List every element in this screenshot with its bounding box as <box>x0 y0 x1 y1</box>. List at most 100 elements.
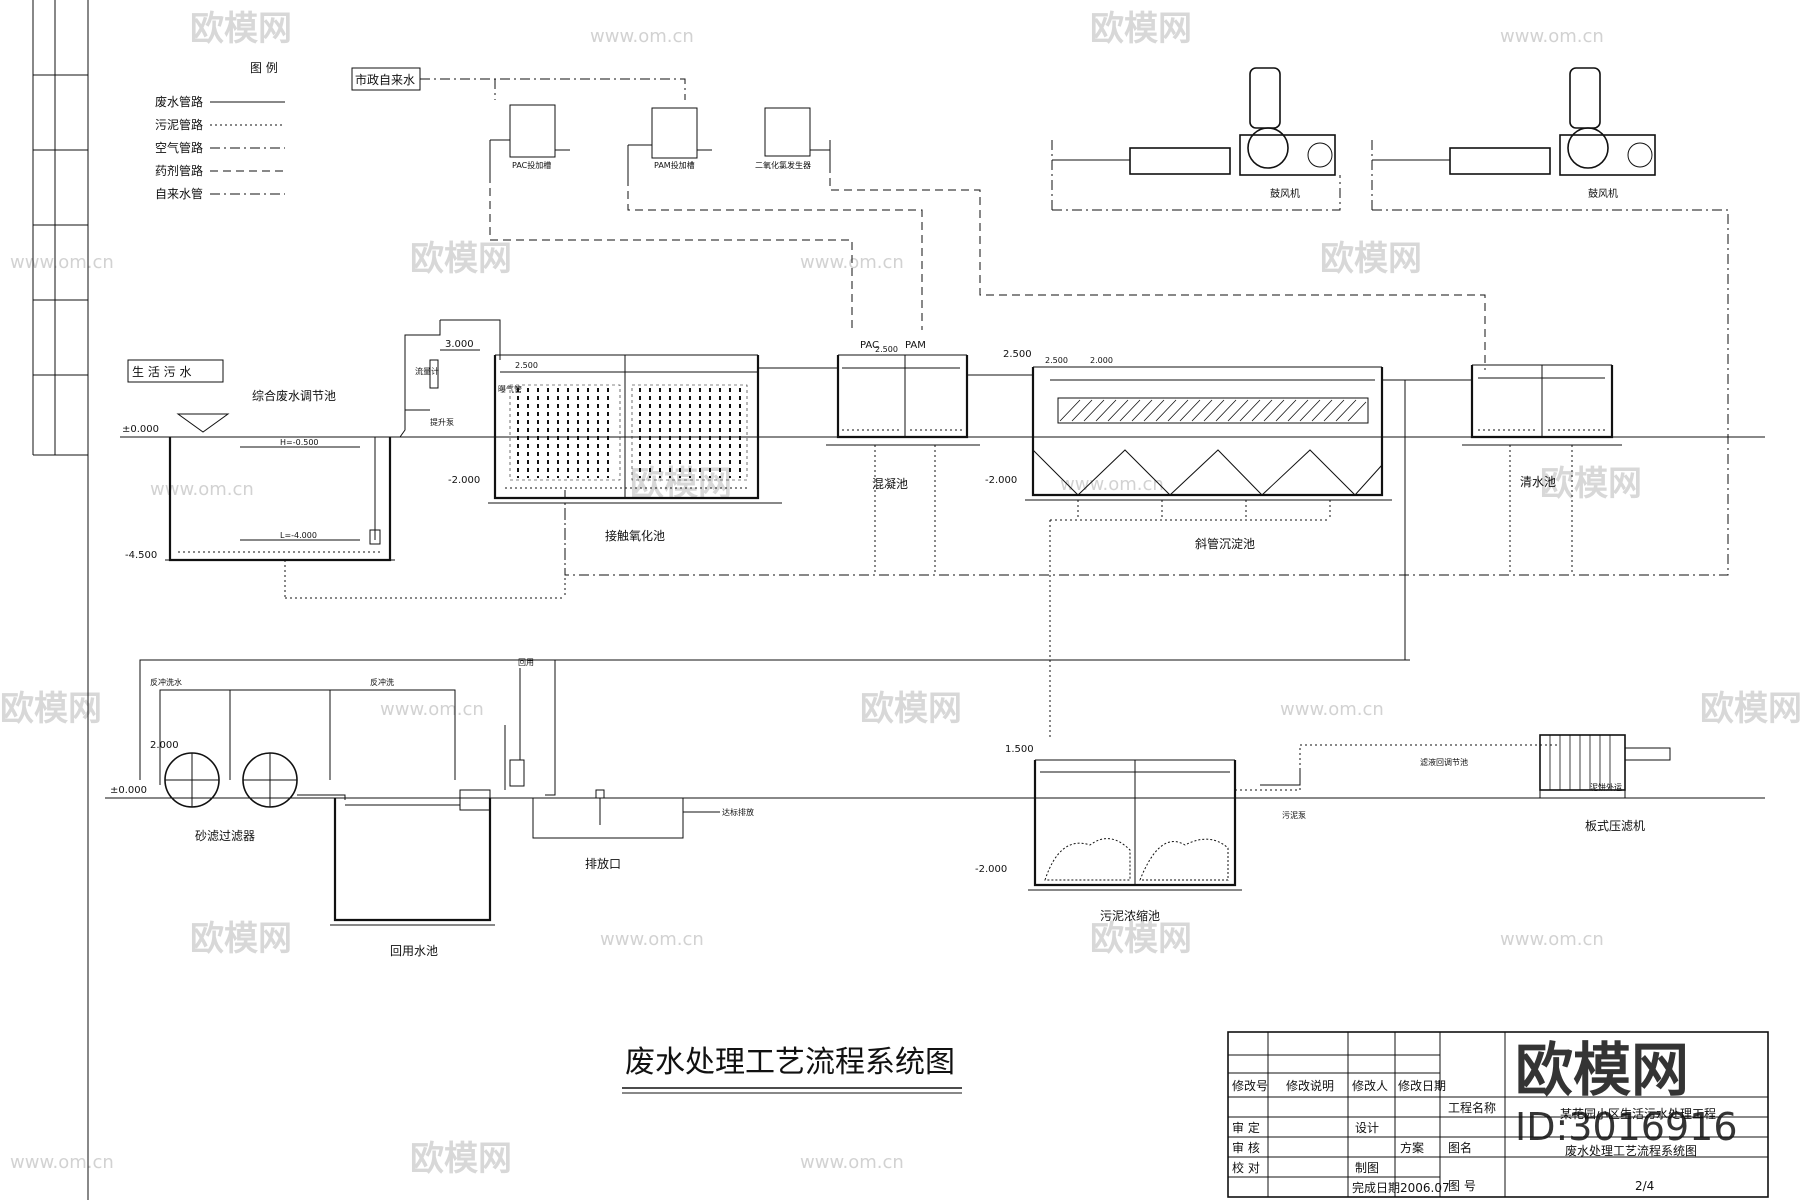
flowmeter-label: 流量计 <box>415 366 439 376</box>
tb-drawn: 制图 <box>1355 1161 1379 1175</box>
domestic-sewage-label: 生 活 污 水 <box>132 365 191 379</box>
drawing-title: 废水处理工艺流程系统图 <box>622 1045 962 1094</box>
watermark-layer: 欧模网 www.om.cn 欧模网 www.om.cn 欧模网 www.om.c… <box>0 9 1800 1179</box>
pac-tank-label: PAC投加槽 <box>512 160 551 170</box>
elevation-sed-a: 2.500 <box>1045 356 1068 365</box>
mixing-tank-label: 混凝池 <box>872 476 908 491</box>
title-block: 修改号 修改说明 修改人 修改日期 审 定 审 核 校 对 设计 制图 方案 完… <box>1227 1031 1769 1198</box>
filter-press-body <box>1539 734 1626 791</box>
sludge-thickening-tank: 1.500 -2.000 污泥浓缩池 污泥泵 <box>975 744 1560 923</box>
sludge-pump-label: 污泥泵 <box>1282 810 1306 820</box>
elevation-ground-top: ±0.000 <box>122 424 159 435</box>
corner-brand: 欧模网 <box>1515 1036 1689 1104</box>
tb-header-revision-date: 修改日期 <box>1398 1078 1446 1093</box>
chemical-dosing-area: 市政自来水 PAC投加槽 PAM投加槽 二氧化氯发生器 PAC PAM <box>351 67 1486 370</box>
elevation-sed-b: 2.000 <box>1090 356 1113 365</box>
elevation-sludge-bottom: -2.000 <box>975 864 1007 875</box>
watermark-brand: 欧模网 <box>1090 919 1192 959</box>
filter-press-label: 板式压滤机 <box>1585 819 1645 833</box>
clo2-label: 二氧化氯发生器 <box>755 160 811 170</box>
watermark-url: www.om.cn <box>800 1152 904 1173</box>
recycle-pool: 回用水池 回用 <box>330 658 1410 958</box>
tb-date-value: 2006.07 <box>1400 1181 1450 1195</box>
blower-2-label: 鼓风机 <box>1588 187 1618 200</box>
backwash-water-label: 反冲洗水 <box>150 677 182 687</box>
tb-date-label: 完成日期 <box>1352 1180 1400 1195</box>
elevation-filter: 2.000 <box>150 740 179 751</box>
recycle-pool-label: 回用水池 <box>390 944 438 958</box>
pac-tank <box>509 104 556 158</box>
watermark-url: www.om.cn <box>1500 26 1604 47</box>
drawing-title-text: 废水处理工艺流程系统图 <box>625 1045 955 1080</box>
sludge-cake-label: 泥饼外运 <box>1590 782 1622 792</box>
blower-1-label: 鼓风机 <box>1270 187 1300 200</box>
tb-project-name: 某花园小区生活污水处理工程 <box>1560 1106 1716 1121</box>
clo2-generator <box>764 107 811 157</box>
discharge-outlet: 达标排放 排放口 <box>532 789 754 871</box>
reuse-label: 回用 <box>518 658 534 667</box>
watermark-brand: 欧模网 <box>0 689 102 729</box>
high-level-label: H=-0.500 <box>280 438 319 447</box>
watermark-brand: 欧模网 <box>1090 9 1192 49</box>
elevation-sludge-top: 1.500 <box>1005 744 1034 755</box>
tb-drawing-label: 图名 <box>1448 1140 1472 1155</box>
legend: 图 例 废水管路 污泥管路 空气管路 药剂管路 自来水管 <box>155 61 285 201</box>
watermark-url: www.om.cn <box>1060 474 1164 495</box>
tb-design: 设计 <box>1355 1121 1379 1135</box>
contact-oxidation-label: 接触氧化池 <box>605 528 665 543</box>
blower-1-body <box>1239 134 1336 176</box>
tb-header-reviser: 修改人 <box>1352 1078 1388 1093</box>
sand-filters: 反冲洗水 反冲洗 2.000 砂滤过滤器 <box>150 677 456 843</box>
tb-header-revision-desc: 修改说明 <box>1286 1078 1334 1093</box>
legend-title: 图 例 <box>250 61 278 75</box>
tb-row-review: 审 核 <box>1232 1140 1260 1155</box>
tb-row-approve: 审 定 <box>1232 1120 1260 1135</box>
backwash-label: 反冲洗 <box>370 677 394 687</box>
watermark-url: www.om.cn <box>1500 929 1604 950</box>
equalization-tank-label: 综合废水调节池 <box>252 388 336 403</box>
blower-1-motor <box>1249 67 1281 129</box>
watermark-url: www.om.cn <box>1280 699 1384 720</box>
sludge-fill <box>1044 838 1229 881</box>
elevation-eq-bottom: -4.500 <box>125 550 157 561</box>
pump-label: 提升泵 <box>430 417 454 427</box>
blower-1-silencer <box>1129 147 1231 175</box>
blower-2: 鼓风机 <box>564 67 1729 576</box>
contact-oxidation-tank: 2.500 曝气管 接触氧化池 -2.000 <box>285 354 838 599</box>
watermark-url: www.om.cn <box>10 1152 114 1173</box>
tb-number-label: 图 号 <box>1448 1179 1476 1193</box>
watermark-brand: 欧模网 <box>410 239 512 279</box>
discharge-out-label: 达标排放 <box>722 807 754 817</box>
mixing-tank: 2.500 混凝池 2.500 <box>826 345 1033 575</box>
legend-label-wastewater: 废水管路 <box>155 94 203 109</box>
watermark-url: www.om.cn <box>600 929 704 950</box>
sedimentation-label: 斜管沉淀池 <box>1195 536 1255 551</box>
discharge-channel <box>532 797 684 839</box>
tube-settler-hatch <box>1059 399 1367 422</box>
elevation-oxidation-water: 2.500 <box>515 361 538 370</box>
air-pipe-label: 曝气管 <box>498 384 522 394</box>
elevation-oxidation-bottom: -2.000 <box>448 475 480 486</box>
equalization-tank: 生 活 污 水 H=-0.500 L=-4.000 综合废水调节池 -4.500… <box>125 319 501 598</box>
watermark-url: www.om.cn <box>10 252 114 273</box>
tb-plan: 方案 <box>1400 1140 1424 1155</box>
watermark-brand: 欧模网 <box>410 1139 512 1179</box>
blower-2-impeller <box>1567 127 1609 169</box>
elevation-sed-bottom: -2.000 <box>985 475 1017 486</box>
media-packing <box>509 384 748 481</box>
filtrate-label: 滤液回调节池 <box>1420 757 1468 767</box>
legend-label-chemical: 药剂管路 <box>155 163 203 178</box>
sedimentation-tank: 2.500 2.000 斜管沉淀池 -2.000 <box>985 356 1472 740</box>
legend-label-air: 空气管路 <box>155 140 203 155</box>
blower-2-body <box>1559 134 1656 176</box>
sand-filter-label: 砂滤过滤器 <box>195 829 255 843</box>
watermark-brand: 欧模网 <box>860 689 962 729</box>
watermark-brand: 欧模网 <box>190 919 292 959</box>
legend-label-tapwater: 自来水管 <box>155 186 203 201</box>
pac-dose-label: PAC <box>860 340 879 351</box>
elevation-sed-inlet: 2.500 <box>1003 349 1032 360</box>
watermark-url: www.om.cn <box>590 26 694 47</box>
sludge-tank-label: 污泥浓缩池 <box>1100 908 1160 923</box>
blower-1-impeller <box>1247 127 1289 169</box>
